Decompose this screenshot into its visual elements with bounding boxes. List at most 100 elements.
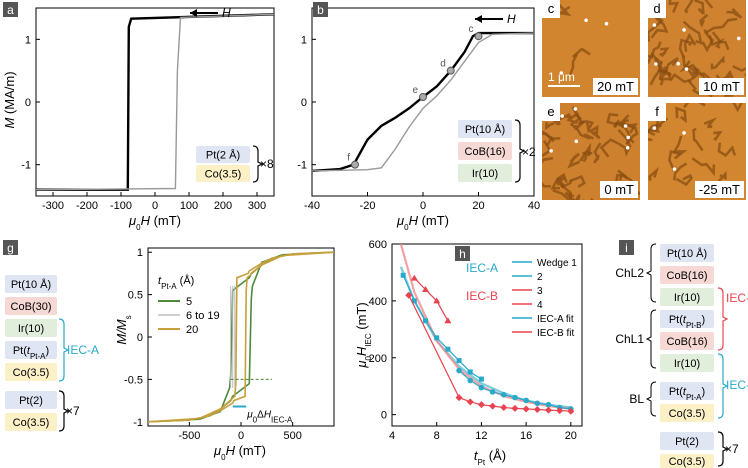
- text-part: μ: [246, 409, 253, 420]
- data-point: [489, 389, 496, 395]
- layer-1-box: [5, 297, 57, 315]
- x-tick-label: 20: [565, 430, 577, 442]
- layer-pt-box: [196, 146, 250, 163]
- legend-entry: 3: [537, 286, 543, 297]
- data-point: [478, 376, 484, 382]
- skyrmion-dot: [654, 62, 658, 66]
- iec-b-label: IEC-B: [726, 291, 748, 305]
- hysteresis-line: [311, 31, 534, 173]
- text-part: H: [264, 409, 272, 420]
- panel-label-box: [3, 240, 18, 255]
- x-tick-label: 300: [248, 200, 266, 212]
- y-tick-label: 1: [137, 247, 143, 259]
- domain-stripe: [552, 184, 572, 200]
- skyrmion-dot: [676, 61, 680, 66]
- text-part: IEC: [364, 333, 373, 347]
- data-point: [534, 400, 541, 407]
- domain-stripe: [683, 0, 694, 14]
- x-tick-label: 16: [520, 430, 532, 442]
- state-marker: [474, 32, 483, 41]
- data-point: [500, 404, 508, 412]
- mfm-image-d: d 10 mT: [648, 0, 746, 97]
- text-part: M/M: [114, 319, 129, 344]
- panel-label-c: c: [542, 0, 560, 18]
- domain-stripe: [648, 41, 662, 59]
- panel-label: h: [459, 247, 466, 261]
- domain-stripe: [704, 17, 738, 35]
- data-point: [477, 401, 485, 409]
- x-tick-label: 500: [283, 430, 301, 442]
- skyrmion-dot: [682, 28, 686, 32]
- x-tick-label: -100: [110, 200, 132, 212]
- text-part: H: [141, 213, 151, 228]
- data-point: [455, 394, 463, 402]
- repeat-label: ×7: [725, 442, 739, 456]
- text-part: (mT): [150, 213, 181, 228]
- state-marker-label: e: [412, 85, 418, 96]
- data-point: [456, 367, 462, 374]
- domain-stripe: [658, 65, 669, 81]
- x-tick-label: 8: [434, 430, 440, 442]
- repeat-brace: [252, 145, 264, 183]
- layer-1-box: [660, 266, 714, 284]
- domain-stripe: [542, 139, 552, 157]
- x-tick-label: 4: [389, 430, 395, 442]
- layer-0-box: [660, 244, 714, 262]
- domain-stripe: [542, 132, 555, 146]
- x-tick-label: -500: [178, 430, 200, 442]
- domain-stripe: [648, 117, 656, 137]
- skyrmion-dot: [672, 167, 677, 171]
- legend-group-ieca: IEC-A: [466, 261, 498, 275]
- field-label-c: 20 mT: [593, 78, 638, 95]
- layer-0-label: Pt(10 Å): [11, 278, 51, 291]
- layer-6-box: [5, 413, 57, 431]
- text-part: ): [702, 314, 706, 326]
- domain-stripe: [669, 73, 697, 91]
- layer-2-label: Ir(10): [674, 292, 700, 304]
- data-point: [545, 401, 552, 408]
- text-part: Pt-A: [30, 352, 46, 361]
- domain-stripe: [648, 166, 659, 182]
- panel-label-box: [619, 240, 634, 255]
- data-point: [489, 402, 497, 410]
- panel-label: b: [317, 3, 324, 17]
- layer-pt-label: Pt(10 Å): [465, 123, 505, 136]
- y-tick-label: 1: [301, 34, 307, 46]
- text-part: Pt(: [669, 314, 683, 326]
- layer-pt-box: [458, 120, 512, 138]
- domain-stripe: [593, 142, 602, 164]
- series-20: [147, 251, 335, 423]
- layer-cob-label: CoB(16): [465, 146, 506, 158]
- domain-stripe: [692, 127, 704, 152]
- bl-brace: [645, 381, 657, 417]
- data-point: [511, 404, 519, 412]
- layer-pt-label: Pt(2 Å): [206, 149, 240, 162]
- state-marker: [351, 160, 360, 169]
- domain-stripe: [564, 191, 581, 200]
- data-point: [556, 407, 564, 415]
- text-part: t: [474, 448, 479, 463]
- text-part: H: [409, 213, 419, 228]
- layer-ir-label: Ir(10): [472, 168, 498, 180]
- x-axis-label: μ0H (mT): [396, 213, 449, 232]
- x-tick-label: -20: [360, 200, 376, 212]
- text-part: μ: [354, 361, 369, 369]
- domain-stripe: [699, 13, 709, 28]
- domain-stripe: [713, 130, 723, 142]
- text-part: IEC-A: [271, 415, 293, 424]
- panel-g-stack: gPt(10 Å)CoB(30)Ir(10)Pt(tPt-A)Co(3.5)Pt…: [3, 240, 99, 432]
- x-axis-label: tPt (Å): [474, 448, 506, 467]
- layer-0-box: [5, 275, 57, 293]
- x-tick-label: 12: [475, 430, 487, 442]
- x-tick-label: 0: [238, 430, 244, 442]
- bl-label: BL: [629, 392, 644, 406]
- domain-stripe: [708, 35, 726, 49]
- text-part: ): [46, 345, 50, 357]
- text-part: t: [683, 386, 687, 398]
- field-label-f: -25 mT: [694, 181, 744, 198]
- layer-5-box: [660, 354, 714, 372]
- text-part: t: [158, 275, 162, 287]
- chl2-brace: [645, 243, 657, 303]
- x-tick-label: -300: [42, 200, 64, 212]
